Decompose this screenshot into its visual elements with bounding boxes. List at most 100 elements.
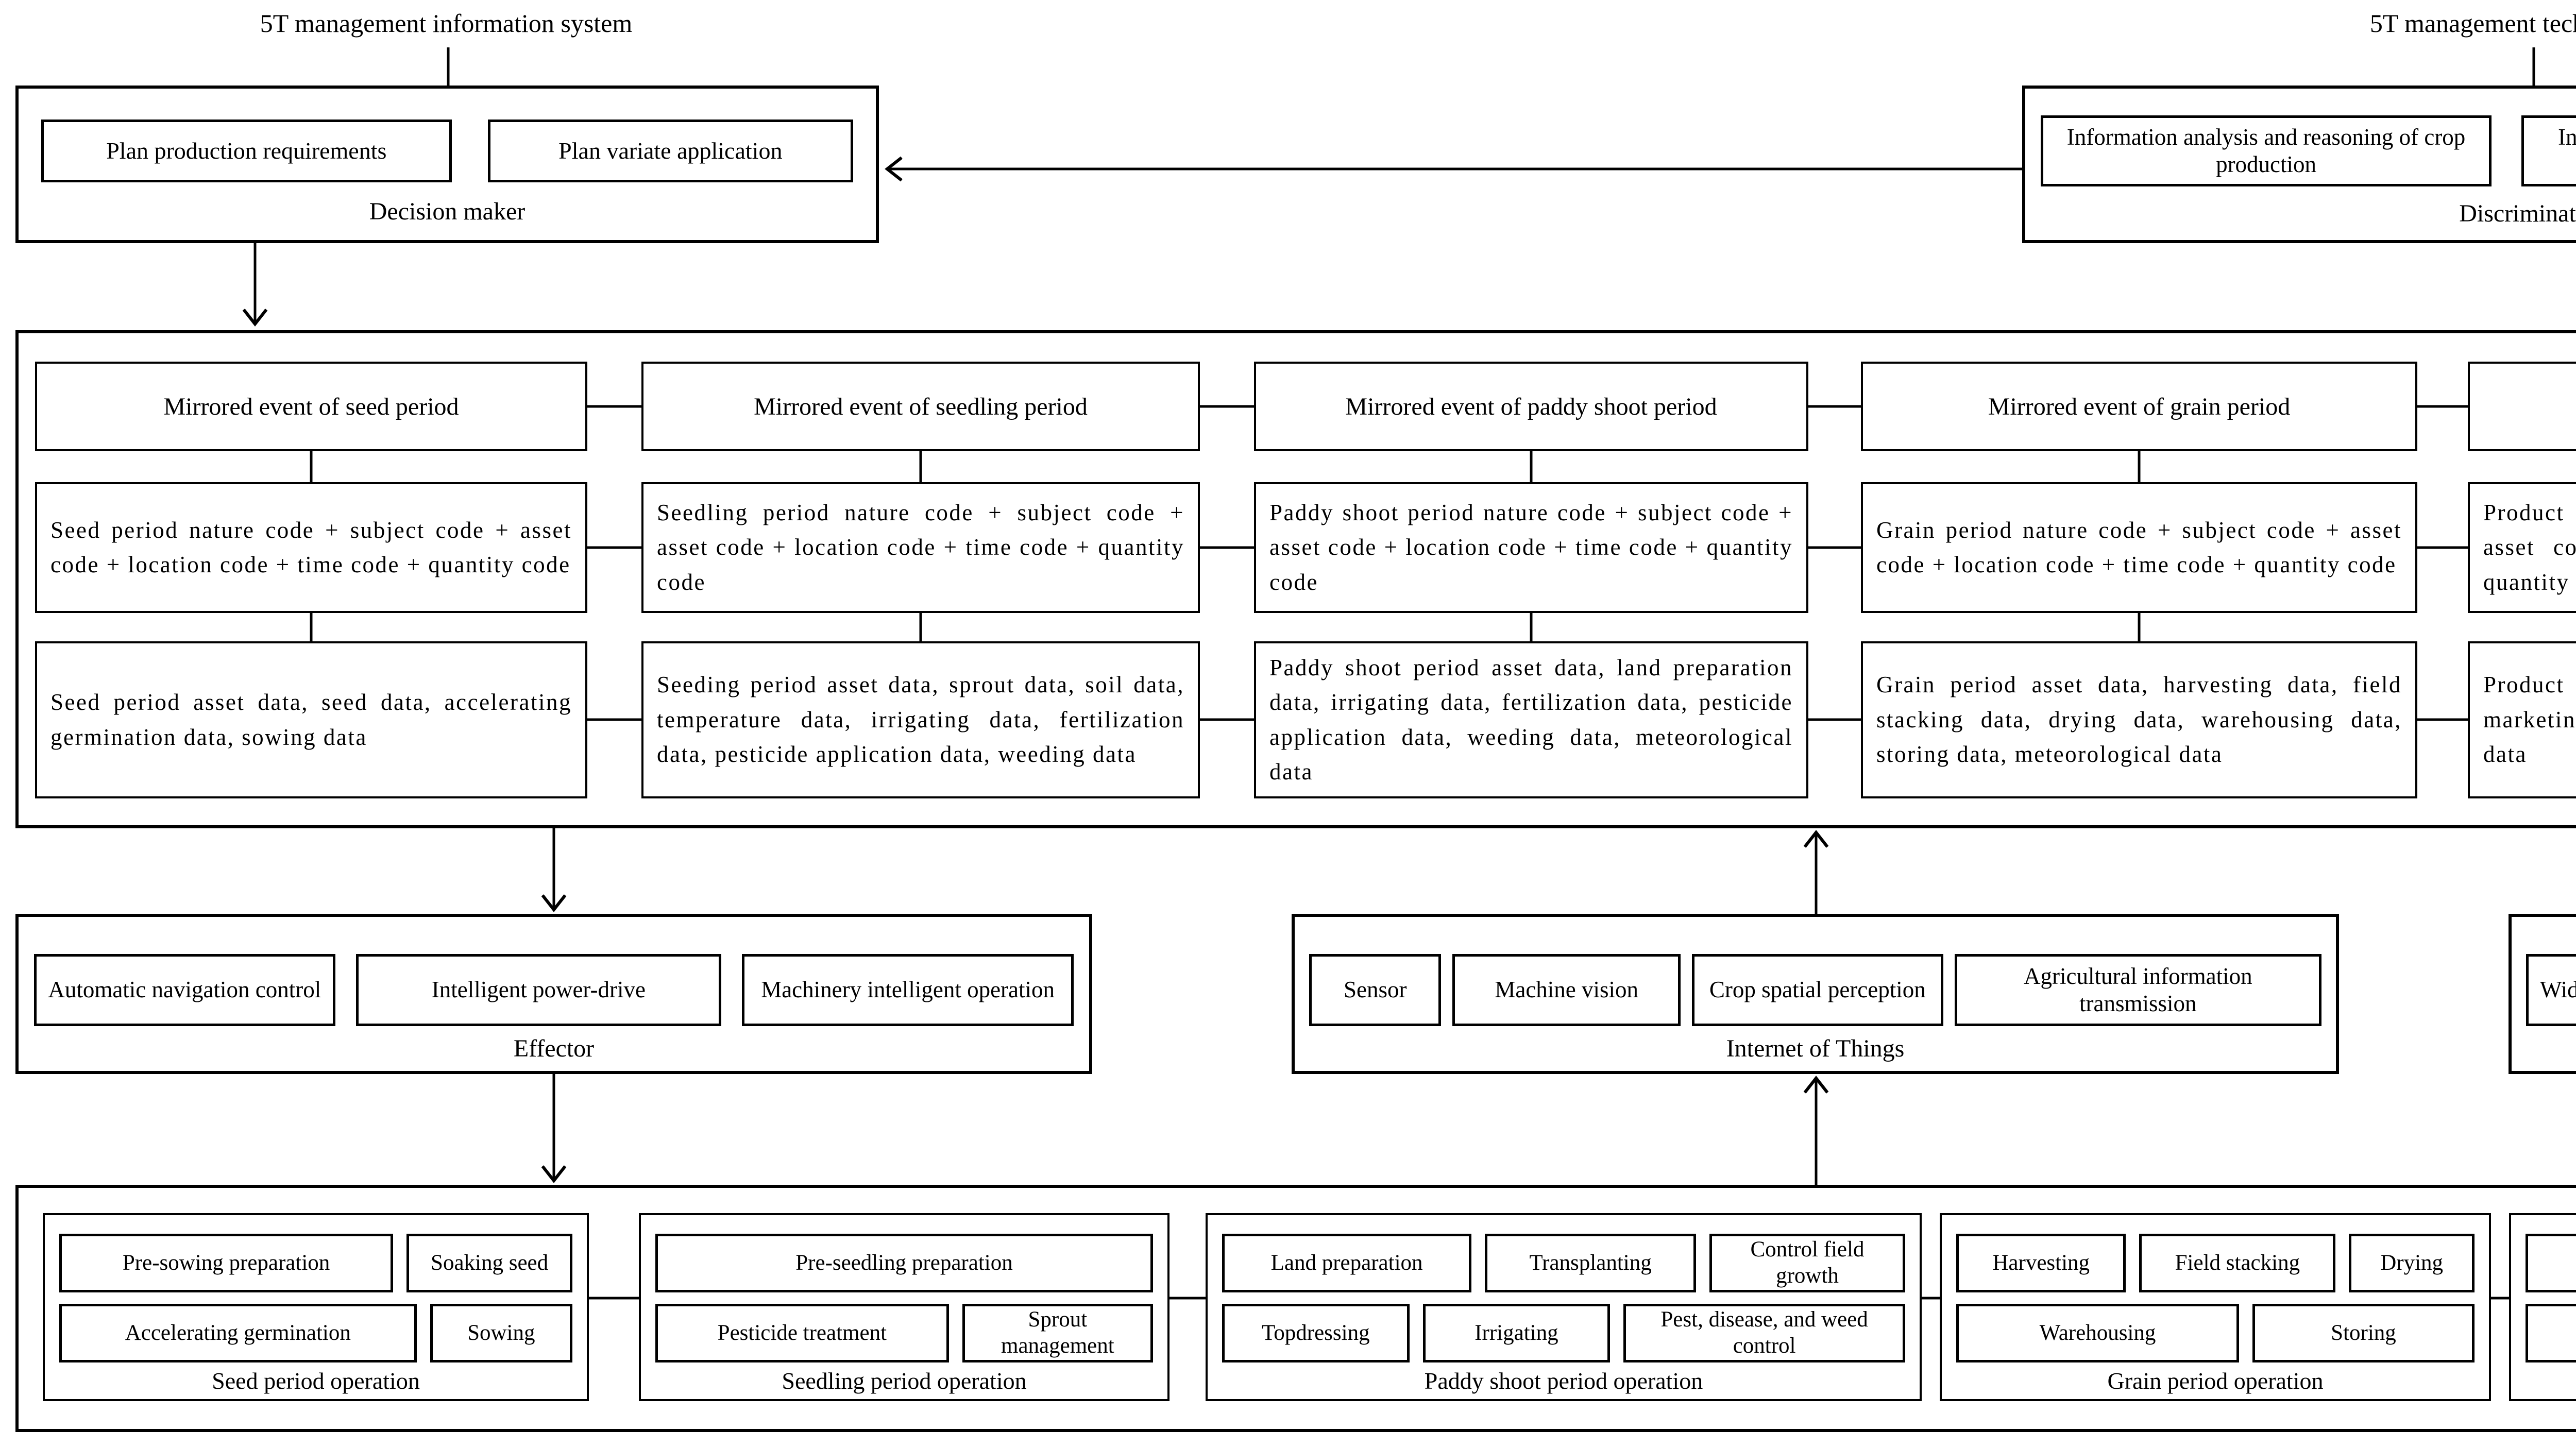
box-label: Product period nature code + subject cod… bbox=[2483, 499, 2576, 595]
box-label: Irrigating bbox=[1475, 1320, 1558, 1345]
box-label: Warehousing bbox=[2039, 1320, 2156, 1345]
grain-period-operation-box: Harvesting Field stacking Drying Warehou… bbox=[1940, 1213, 2491, 1401]
pre-seedling-preparation-box: Pre-seedling preparation bbox=[655, 1234, 1153, 1292]
effector-items: Automatic navigation control Intelligent… bbox=[19, 954, 1089, 1026]
box-label: Pest, disease, and weed control bbox=[1660, 1307, 1868, 1358]
mirrored-event-grain-title: Mirrored event of grain period bbox=[1861, 362, 2417, 451]
box-label: Automatic navigation control bbox=[48, 977, 321, 1003]
box-label: Pre-seedling preparation bbox=[795, 1250, 1013, 1275]
iot-items: Sensor Machine vision Crop spatial perce… bbox=[1295, 954, 2336, 1026]
technique-title: 5T management technique code bbox=[2369, 9, 2576, 38]
box-label: Machine vision bbox=[1495, 977, 1639, 1003]
paddy-shoot-period-code-box: Paddy shoot period nature code + subject… bbox=[1254, 482, 1808, 613]
product-period-code-box: Product period nature code + subject cod… bbox=[2468, 482, 2576, 613]
seed-period-operation-box: Pre-sowing preparation Soaking seed Acce… bbox=[43, 1213, 589, 1401]
plan-variate-application-box: Plan variate application bbox=[487, 120, 853, 182]
box-label: Pesticide treatment bbox=[717, 1320, 887, 1345]
intelligent-power-drive-box: Intelligent power-drive bbox=[355, 954, 722, 1026]
seedling-period-operation-box: Pre-seedling preparation Pesticide treat… bbox=[639, 1213, 1170, 1401]
manual-input-label: Manual input bbox=[2512, 1026, 2576, 1071]
machinery-intelligent-operation-box: Machinery intelligent operation bbox=[742, 954, 1074, 1026]
decision-maker-items: Plan production requirements Plan variat… bbox=[19, 120, 876, 182]
box-label: Mirrored event of paddy shoot period bbox=[1345, 393, 1717, 420]
manual-input-box: Widespread digital tools Diverse data Ma… bbox=[2509, 914, 2576, 1074]
box-label: Seed period nature code + subject code +… bbox=[50, 517, 572, 578]
sprout-management-box: Sprout management bbox=[962, 1304, 1153, 1362]
box-label: Pre-sowing preparation bbox=[122, 1250, 330, 1275]
operation-row: Pesticide treatment Sprout management bbox=[641, 1304, 1167, 1362]
operation-row: Pre-sowing preparation Soaking seed bbox=[45, 1234, 587, 1292]
box-label: Mirrored event of grain period bbox=[1988, 393, 2291, 420]
soaking-seed-box: Soaking seed bbox=[406, 1234, 572, 1292]
box-label: Seeding period asset data, sprout data, … bbox=[657, 672, 1184, 768]
box-label: Seed period asset data, seed data, accel… bbox=[50, 689, 572, 750]
agricultural-information-transmission-box: Agricultural information transmission bbox=[1954, 954, 2321, 1026]
box-label: Plan production requirements bbox=[106, 137, 387, 164]
effector-box: Automatic navigation control Intelligent… bbox=[15, 914, 1092, 1074]
consumption-box: Consumption bbox=[2526, 1304, 2576, 1362]
seedling-period-operation-label: Seedling period operation bbox=[782, 1368, 1027, 1394]
box-label: Soaking seed bbox=[431, 1250, 549, 1275]
operation-row: Land preparation Transplanting Control f… bbox=[1208, 1234, 1920, 1292]
system-title: 5T management information system bbox=[260, 9, 633, 38]
pest-disease-weed-control-box: Pest, disease, and weed control bbox=[1623, 1304, 1905, 1362]
box-label: Crop spatial perception bbox=[1709, 977, 1926, 1003]
effector-label: Effector bbox=[513, 1035, 595, 1062]
sowing-box: Sowing bbox=[430, 1304, 572, 1362]
box-label: Widespread digital tools bbox=[2540, 977, 2576, 1003]
grain-period-data-box: Grain period asset data, harvesting data… bbox=[1861, 641, 2417, 798]
box-label: Seedling period nature code + subject co… bbox=[657, 499, 1184, 595]
box-label: Drying bbox=[2380, 1250, 2444, 1275]
discriminator-label: Discriminator bbox=[2459, 199, 2576, 227]
pesticide-treatment-box: Pesticide treatment bbox=[655, 1304, 949, 1362]
box-label: Information analysis and reasoning of cr… bbox=[2066, 124, 2466, 177]
control-field-growth-box: Control field growth bbox=[1709, 1234, 1905, 1292]
box-label: Grain period asset data, harvesting data… bbox=[1876, 672, 2402, 768]
box-label: Paddy shoot period asset data, land prep… bbox=[1269, 654, 1793, 785]
harvesting-box: Harvesting bbox=[1956, 1234, 2126, 1292]
box-label: Intelligent power-drive bbox=[431, 977, 646, 1003]
transplanting-box: Transplanting bbox=[1485, 1234, 1696, 1292]
box-label: Harvesting bbox=[1992, 1250, 2090, 1275]
operation-row: Pre-seedling preparation bbox=[641, 1234, 1167, 1292]
seed-period-code-box: Seed period nature code + subject code +… bbox=[35, 482, 587, 613]
seed-period-data-box: Seed period asset data, seed data, accel… bbox=[35, 641, 587, 798]
paddy-shoot-period-operation-box: Land preparation Transplanting Control f… bbox=[1206, 1213, 1922, 1401]
box-label: Grain period nature code + subject code … bbox=[1876, 517, 2402, 578]
mirrored-event-paddy-shoot-title: Mirrored event of paddy shoot period bbox=[1254, 362, 1808, 451]
paddy-shoot-period-data-box: Paddy shoot period asset data, land prep… bbox=[1254, 641, 1808, 798]
box-label: Topdressing bbox=[1262, 1320, 1370, 1345]
product-period-operation-label: Product period operation bbox=[2511, 1362, 2576, 1399]
box-label: Plan variate application bbox=[558, 137, 783, 164]
box-label: Sowing bbox=[467, 1320, 535, 1345]
decision-maker-box: Plan production requirements Plan variat… bbox=[15, 86, 879, 243]
storing-box: Storing bbox=[2252, 1304, 2475, 1362]
box-label: Sensor bbox=[1343, 977, 1407, 1003]
operation-row: Consumption bbox=[2511, 1304, 2576, 1362]
field-stacking-box: Field stacking bbox=[2139, 1234, 2336, 1292]
machine-vision-box: Machine vision bbox=[1452, 954, 1681, 1026]
operation-row: Processing Marketing bbox=[2511, 1234, 2576, 1292]
drying-box: Drying bbox=[2349, 1234, 2475, 1292]
operation-row: Warehousing Storing bbox=[1942, 1304, 2489, 1362]
internet-of-things-label: Internet of Things bbox=[1726, 1035, 1905, 1062]
product-period-operation-box: Processing Marketing Consumption Product… bbox=[2509, 1213, 2576, 1401]
box-label: Storing bbox=[2331, 1320, 2396, 1345]
operation-row: Harvesting Field stacking Drying bbox=[1942, 1234, 2489, 1292]
box-label: Mirrored event of seed period bbox=[163, 393, 459, 420]
paddy-shoot-period-operation-label: Paddy shoot period operation bbox=[1424, 1368, 1703, 1394]
decision-maker-label: Decision maker bbox=[369, 197, 526, 225]
analysis-variate-application-box: Information analysis and reasoning of va… bbox=[2521, 115, 2576, 186]
discriminator-items: Information analysis and reasoning of cr… bbox=[2025, 115, 2576, 186]
internet-of-things-box: Sensor Machine vision Crop spatial perce… bbox=[1292, 914, 2339, 1074]
widespread-digital-tools-box: Widespread digital tools bbox=[2526, 954, 2576, 1026]
operation-row: Accelerating germination Sowing bbox=[45, 1304, 587, 1362]
pre-sowing-preparation-box: Pre-sowing preparation bbox=[59, 1234, 394, 1292]
irrigating-box: Irrigating bbox=[1422, 1304, 1611, 1362]
manual-input-items: Widespread digital tools Diverse data bbox=[2512, 954, 2576, 1026]
operation-row: Topdressing Irrigating Pest, disease, an… bbox=[1208, 1304, 1920, 1362]
box-label: Sprout management bbox=[1001, 1307, 1114, 1358]
land-preparation-box: Land preparation bbox=[1222, 1234, 1472, 1292]
seed-period-operation-label: Seed period operation bbox=[212, 1368, 420, 1394]
